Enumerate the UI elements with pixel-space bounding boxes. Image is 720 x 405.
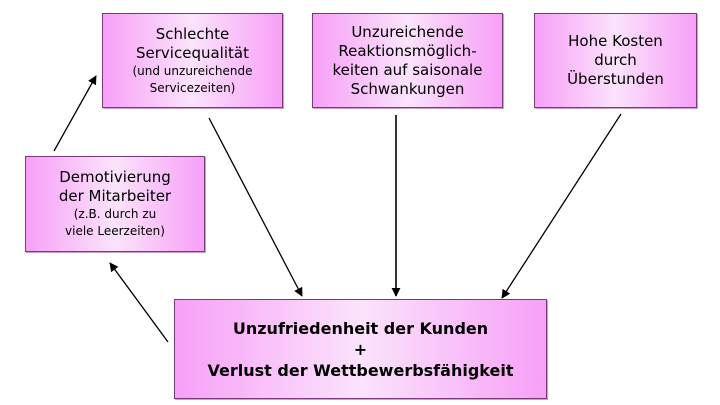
- box-subline: viele Leerzeiten): [65, 224, 165, 238]
- box-line: Unzureichende: [351, 22, 464, 41]
- arrow-service-to-result: [208, 117, 303, 297]
- box-line: Demotivierung: [59, 168, 171, 186]
- box-line: Unzufriedenheit der Kunden: [232, 318, 489, 338]
- box-customer-dissatisfaction: Unzufriedenheit der Kunden + Verlust der…: [174, 299, 547, 399]
- arrow-demotivation-to-service: [53, 75, 97, 152]
- box-line: +: [353, 339, 368, 359]
- box-line: Reaktionsmöglich-: [338, 41, 477, 60]
- box-subline: (und unzureichende: [132, 63, 253, 78]
- arrow-result-to-demotivation: [109, 262, 169, 343]
- box-line: Servicequalität: [136, 43, 249, 62]
- box-high-overtime-costs: Hohe Kosten durch Überstunden: [534, 13, 697, 108]
- box-line: Schlechte: [155, 24, 230, 43]
- box-line: Schwankungen: [350, 79, 465, 98]
- arrow-costs-to-result: [501, 113, 622, 299]
- box-line: Hohe Kosten: [568, 32, 663, 50]
- box-subline: Servicezeiten): [149, 80, 236, 95]
- box-line: keiten auf saisonale: [332, 60, 483, 79]
- box-employee-demotivation: Demotivierung der Mitarbeiter (z.B. durc…: [25, 156, 205, 252]
- box-line: durch: [594, 51, 637, 69]
- box-line: der Mitarbeiter: [58, 187, 172, 205]
- box-poor-service-quality: Schlechte Servicequalität (und unzureich…: [102, 13, 283, 108]
- box-line: Verlust der Wettbewerbsfähigkeit: [207, 360, 514, 380]
- box-line: Überstunden: [567, 70, 664, 88]
- box-subline: (z.B. durch zu: [73, 207, 157, 221]
- box-insufficient-reaction: Unzureichende Reaktionsmöglich- keiten a…: [312, 13, 503, 108]
